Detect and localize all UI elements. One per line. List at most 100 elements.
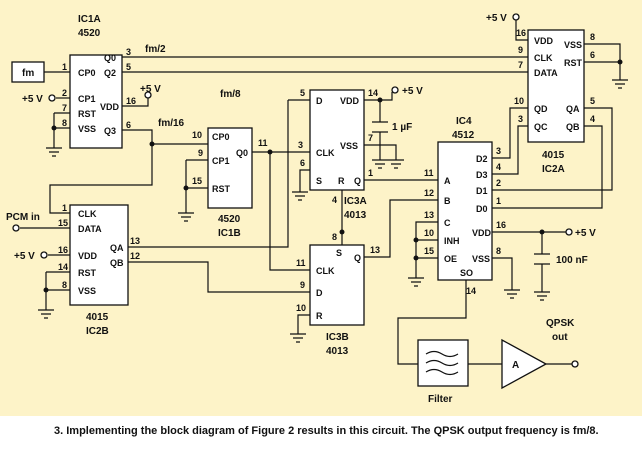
pin-label: D (316, 288, 323, 298)
pin-number: 1 (496, 196, 501, 206)
pin-label: C (444, 218, 451, 228)
pin-label: VSS (564, 40, 582, 50)
junctions (43, 59, 623, 293)
pin-number: 8 (332, 232, 337, 242)
amp-label: A (512, 360, 519, 371)
ic3a: D VDD VSS CLK S R Q 5 14 7 3 6 4 1 IC3A … (298, 88, 378, 221)
ic1b: CP0 CP1 RST Q0 10 9 15 11 4520 IC1B (192, 127, 268, 239)
supply-label: +5 V (402, 86, 423, 97)
pin-number: 15 (424, 246, 434, 256)
ic3a-part: 4013 (344, 210, 367, 221)
pin-label: VSS (78, 286, 96, 296)
pin-label: CP1 (212, 156, 230, 166)
junction (539, 229, 545, 235)
pin-number: 4 (332, 195, 337, 205)
ic3b-body (309, 244, 365, 326)
ground-icon (504, 289, 520, 299)
junction (339, 229, 345, 235)
fm16-label: fm/16 (158, 118, 185, 129)
pin-label: VDD (472, 228, 492, 238)
wires (20, 20, 621, 365)
pin-label: VDD (534, 36, 554, 46)
pin-label: VDD (340, 96, 360, 106)
wire-d0 (492, 125, 603, 209)
supply-label: +5 V (575, 228, 596, 239)
ground-icon (38, 309, 54, 319)
fm-input-label: fm (22, 68, 34, 79)
wire-ic4-vss (492, 257, 513, 290)
pin-number: 5 (300, 88, 305, 98)
wire-ic3b-clk (269, 152, 310, 271)
pin-number: 16 (516, 28, 526, 38)
pin-label: Q (354, 253, 361, 263)
pin-number: 10 (514, 96, 524, 106)
pin-label: B (444, 196, 451, 206)
pin-label: D2 (476, 154, 488, 164)
pin-number: 2 (62, 88, 67, 98)
supply-terminal (391, 86, 399, 94)
pin-number: 9 (300, 280, 305, 290)
pin-number: 7 (62, 103, 67, 113)
pin-number: 4 (590, 114, 595, 124)
pin-label: R (338, 176, 345, 186)
pin-label: QB (566, 122, 580, 132)
pin-number: 12 (424, 188, 434, 198)
ic3b-part: 4013 (326, 346, 349, 357)
ic3a-name: IC3A (344, 196, 367, 207)
ic2b-body (69, 204, 129, 306)
ground-icon (388, 159, 404, 169)
amplifier-triangle-icon (501, 338, 548, 390)
supply-terminal (144, 91, 152, 99)
pin-number: 1 (368, 168, 373, 178)
wire-ic2a-gnd (584, 43, 621, 80)
wire-ic1b-cp0 (151, 143, 208, 160)
pin-number: 3 (126, 47, 131, 57)
pin-label: CP1 (78, 94, 96, 104)
pin-label: DATA (534, 68, 558, 78)
ic4: IC4 4512 A B C INH OE D2 D3 D1 D0 VDD VS… (424, 116, 506, 296)
pin-number: 16 (58, 245, 68, 255)
pin-number: 15 (58, 218, 68, 228)
pin-number: 8 (590, 32, 595, 42)
pin-label: D1 (476, 186, 488, 196)
wire-d3 (492, 125, 528, 175)
pin-label: VDD (78, 251, 98, 261)
wire-ic3a-vdd (364, 92, 393, 101)
pin-number: 15 (192, 176, 202, 186)
pin-label: Q3 (104, 126, 116, 136)
capacitor-icon (534, 253, 550, 265)
pin-number: 6 (300, 158, 305, 168)
pin-number: 7 (518, 60, 523, 70)
pin-number: 9 (518, 45, 523, 55)
ic2a-part: 4015 (542, 150, 565, 161)
pin-label: CP0 (78, 68, 96, 78)
pin-number: 6 (126, 120, 131, 130)
pin-label: Q0 (236, 148, 248, 158)
pin-label: QA (566, 104, 580, 114)
capacitor-icon (372, 121, 388, 133)
wire-so (397, 280, 467, 365)
pin-label: RST (564, 58, 583, 68)
ic1a: IC1A 4520 CP0 CP1 RST VSS Q0 Q2 VDD Q3 1… (62, 14, 136, 149)
amplifier: A QPSK out (501, 318, 579, 390)
pin-label: RST (78, 268, 97, 278)
ic4-part: 4512 (452, 130, 475, 141)
pin-number: 7 (368, 133, 373, 143)
ground-icon (534, 291, 550, 301)
pin-label: Q0 (104, 53, 116, 63)
ground-icon (290, 333, 306, 343)
wire-ic1b-gnd (185, 159, 208, 213)
pin-label: Q (354, 176, 361, 186)
wire-ic3b-r (297, 314, 310, 334)
ic2b: CLK DATA VDD RST VSS QA QB 1 15 16 14 8 … (58, 203, 140, 337)
wire-ic3a-s (299, 169, 310, 192)
cap2-label: 100 nF (556, 255, 588, 266)
ic1b-name: IC1B (218, 228, 241, 239)
pin-number: 6 (590, 50, 595, 60)
supply-label: +5 V (14, 251, 35, 262)
pin-number: 11 (296, 258, 306, 268)
pin-label: CLK (78, 209, 97, 219)
ground-icon (408, 277, 424, 287)
pin-label: RST (212, 184, 231, 194)
